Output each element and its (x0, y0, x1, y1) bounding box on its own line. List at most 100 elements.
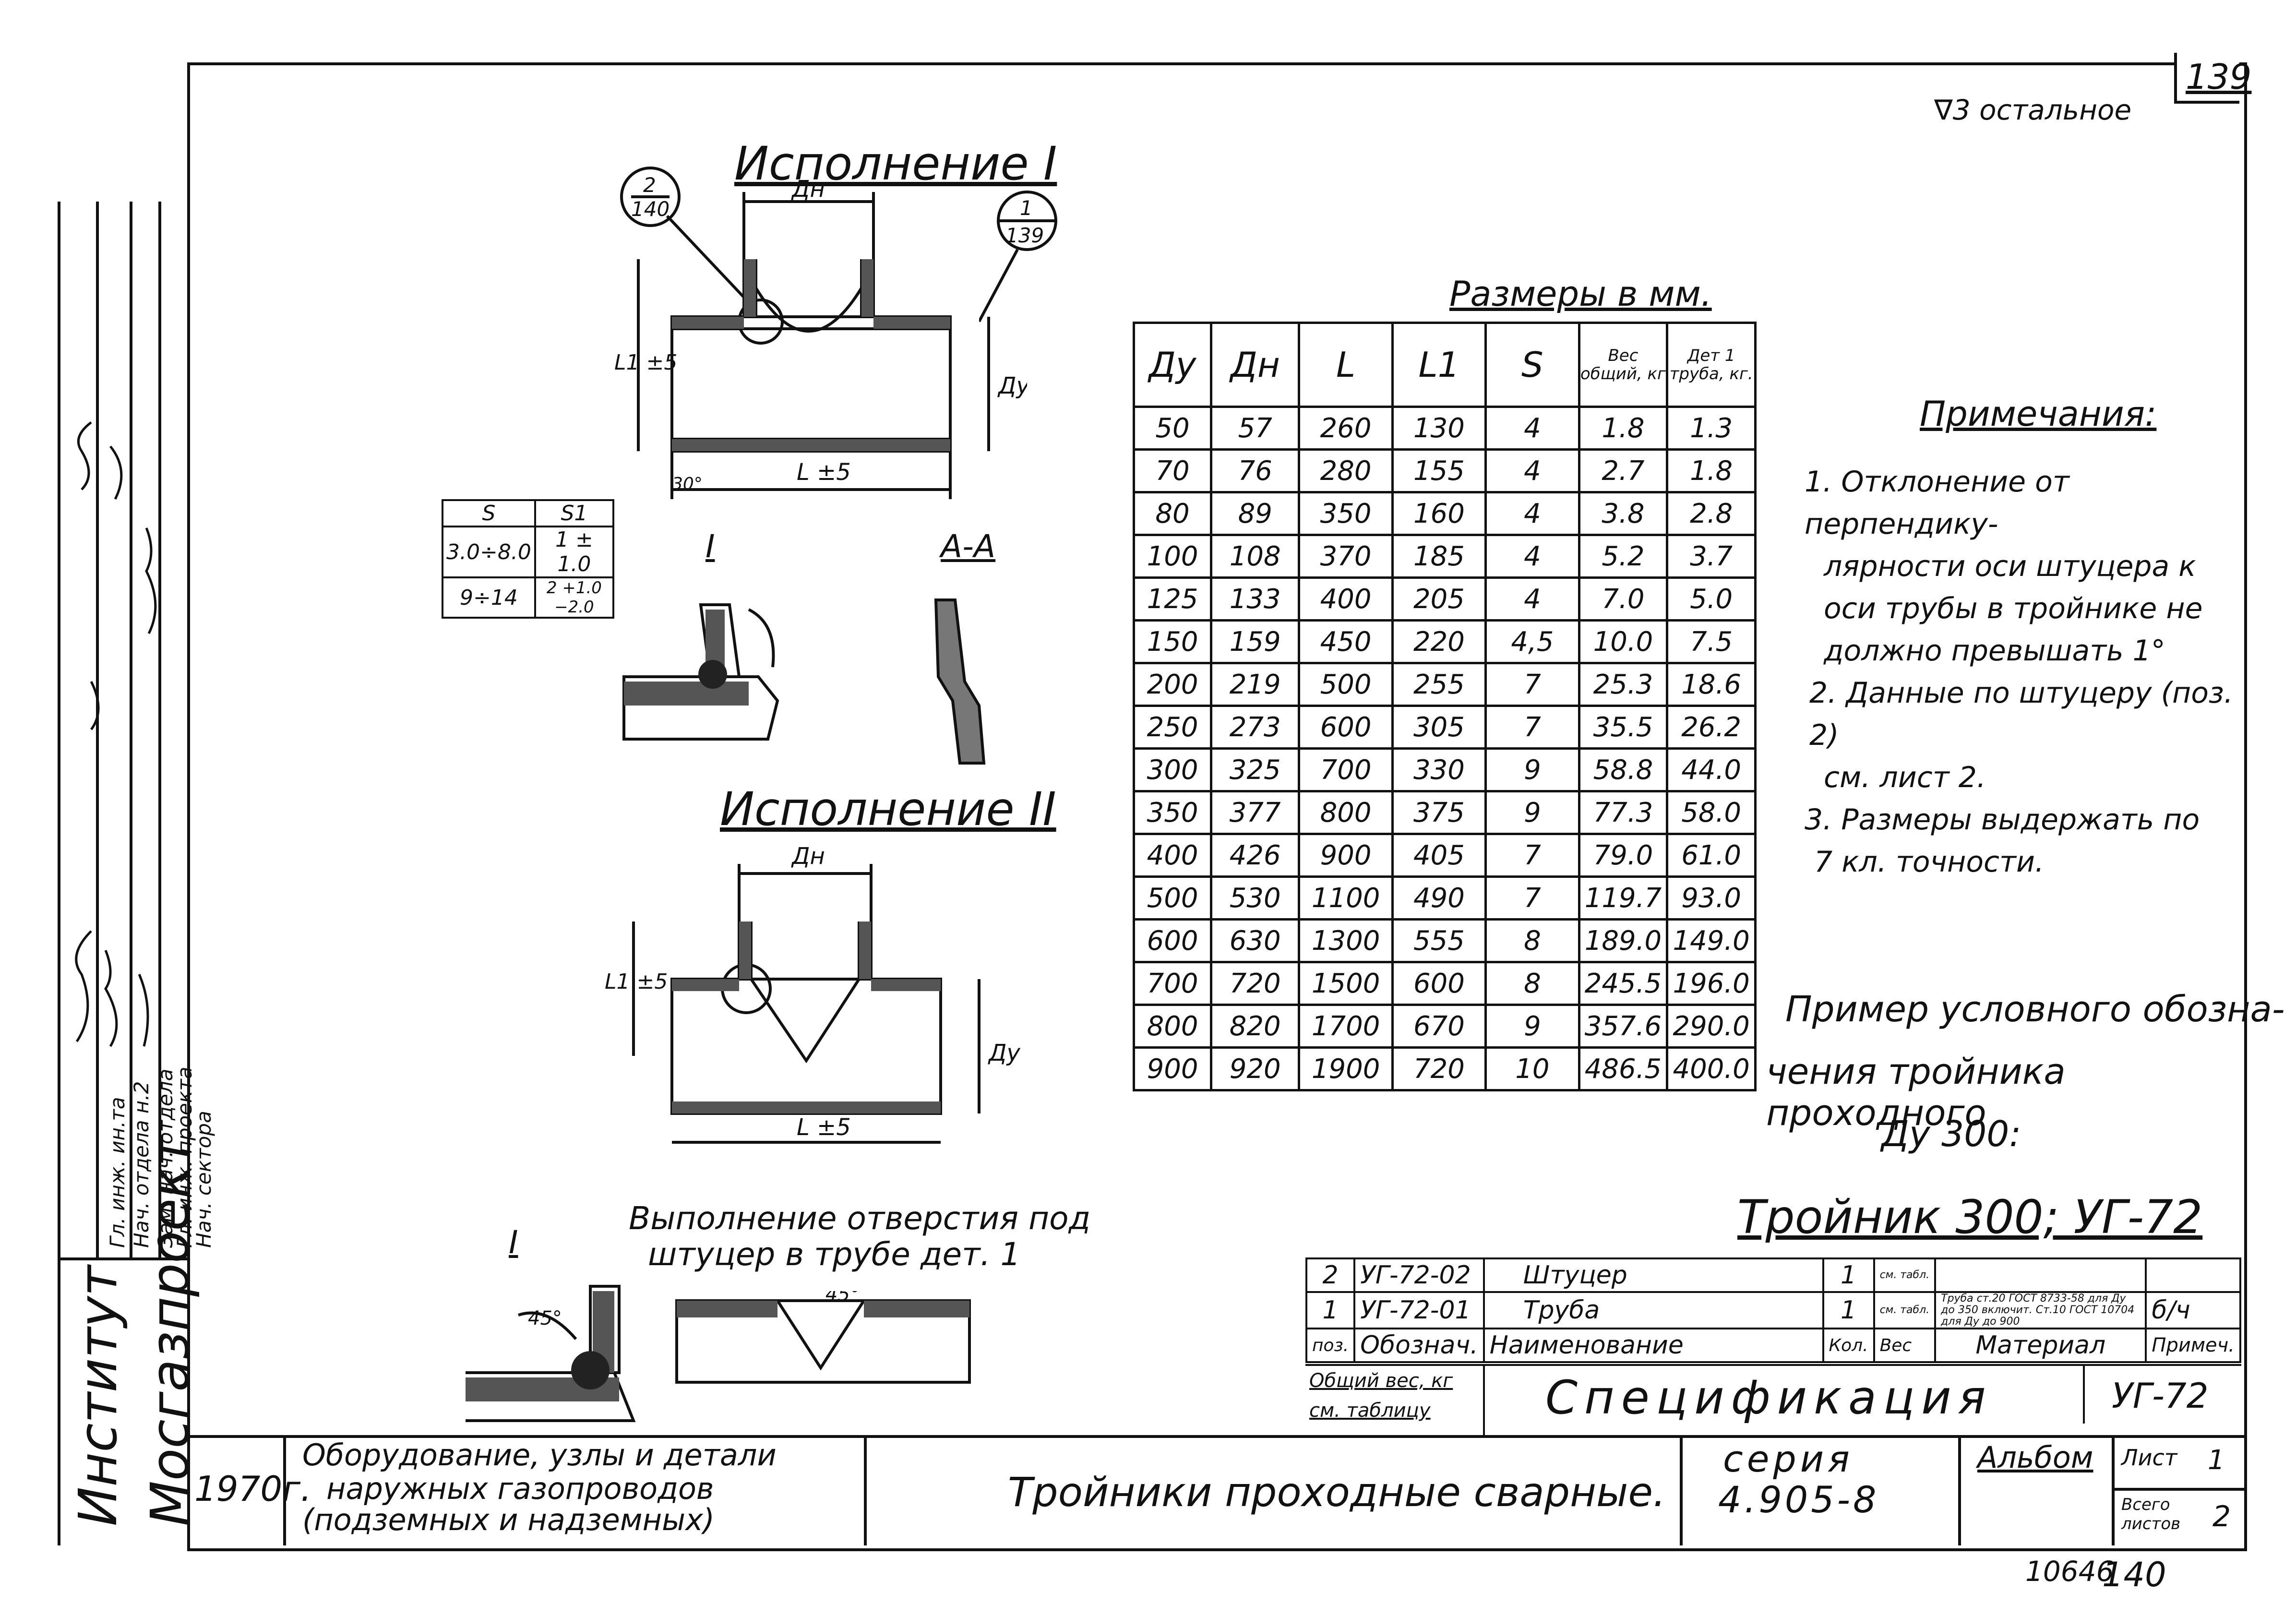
dims-cell: 57 (1210, 406, 1301, 451)
dims-header-l: L (1298, 322, 1394, 408)
s-table-cell: 9÷14 (442, 576, 536, 619)
dims-cell: 89 (1210, 491, 1301, 536)
spec-header-pos: поз. (1305, 1328, 1356, 1363)
dims-cell: 7 (1484, 833, 1580, 878)
dims-cell: 250 (1132, 705, 1213, 750)
dims-cell: 150 (1132, 619, 1213, 664)
dims-cell: 220 (1391, 619, 1487, 664)
drawing-frame (187, 62, 2247, 1551)
spec-weight: см. табл. (1873, 1257, 1937, 1293)
version2-drawing: Дн Ду L ±5 L1 ±5 (605, 845, 1021, 1144)
dims-cell: 1300 (1298, 918, 1394, 963)
dims-cell: 61.0 (1666, 833, 1757, 878)
spec-name: Штуцер (1483, 1257, 1824, 1293)
dims-cell: 670 (1391, 1004, 1487, 1049)
dims-cell: 80 (1132, 491, 1213, 536)
dims-cell: 93.0 (1666, 875, 1757, 921)
dims-caption: Размеры в мм. (1449, 274, 1712, 314)
dims-cell: 370 (1298, 534, 1394, 579)
note-line: см. лист 2. (1824, 761, 1986, 794)
dims-header-dn: Дн (1210, 322, 1301, 408)
dims-cell: 255 (1391, 662, 1487, 707)
spec-total-weight-2: см. таблицу (1309, 1400, 1431, 1422)
dims-cell: 10.0 (1578, 619, 1669, 664)
note-line: 3. Размеры выдержать по (1805, 803, 2200, 837)
note-line: 2. Данные по штуцеру (поз. 2) (1809, 676, 2233, 752)
spec-code-label: УГ-72 (2112, 1376, 2209, 1416)
dims-cell: 305 (1391, 705, 1487, 750)
dims-header-dy: Ду (1132, 322, 1213, 408)
title-subject-2: наружных газопроводов (326, 1471, 714, 1506)
dims-cell: 35.5 (1578, 705, 1669, 750)
dims-cell: 350 (1132, 790, 1213, 835)
spec-weight: см. табл. (1873, 1291, 1937, 1329)
dims-cell: 500 (1298, 662, 1394, 707)
dims-cell: 70 (1132, 448, 1213, 493)
dims-cell: 245.5 (1578, 961, 1669, 1006)
spec-title-row: Общий вес, кг см. таблицу Спецификация У… (1305, 1364, 2241, 1438)
dims-cell: 280 (1298, 448, 1394, 493)
version1-title: Исполнение I (734, 137, 1057, 191)
callout-1-139-top: 1 (1020, 196, 1033, 220)
dims-cell: 149.0 (1666, 918, 1757, 963)
dims-cell: 600 (1132, 918, 1213, 963)
spec-table: 2 УГ-72-02 Штуцер 1 см. табл. 1 УГ-72-01… (1305, 1257, 2241, 1363)
dims-cell: 900 (1132, 1046, 1213, 1091)
dims-table: Ду Дн L L1 S Вес общий, кг Дет 1 труба, … (1132, 322, 1757, 1091)
dims-cell: 4,5 (1484, 619, 1580, 664)
dims-cell: 7 (1484, 705, 1580, 750)
dims-cell: 720 (1391, 1046, 1487, 1091)
dims-cell: 77.3 (1578, 790, 1669, 835)
dims-cell: 300 (1132, 747, 1213, 792)
dims-cell: 530 (1210, 875, 1301, 921)
example-line2: чения тройника проходного (1766, 1051, 2066, 1134)
dims-cell: 7.0 (1578, 576, 1669, 622)
spec-material: Труба ст.20 ГОСТ 8733-58 для Ду до 350 в… (1934, 1291, 2147, 1329)
dims-cell: 200 (1132, 662, 1213, 707)
spec-material (1934, 1257, 2147, 1293)
dims-header-weight: Вес общий, кг (1578, 322, 1669, 408)
dims-cell: 700 (1298, 747, 1394, 792)
dims-cell: 1100 (1298, 875, 1394, 921)
spec-note: б/ч (2145, 1291, 2241, 1329)
dims-cell: 600 (1391, 961, 1487, 1006)
detail-I-lower: 45° (466, 1285, 636, 1422)
dims-cell: 1900 (1298, 1046, 1394, 1091)
dims-cell: 26.2 (1666, 705, 1757, 750)
dims-cell: 700 (1132, 961, 1213, 1006)
dims-cell: 325 (1210, 747, 1301, 792)
dims-cell: 400.0 (1666, 1046, 1757, 1091)
dims-cell: 330 (1391, 747, 1487, 792)
dims-cell: 900 (1298, 833, 1394, 878)
section-I-label: I (706, 528, 715, 565)
spec-code: УГ-72-01 (1353, 1291, 1485, 1329)
spec-header-note: Примеч. (2145, 1328, 2241, 1363)
spec-qty: 1 (1822, 1257, 1875, 1293)
dim-l-v2: L ±5 (797, 1114, 851, 1141)
dims-cell: 350 (1298, 491, 1394, 536)
dims-cell: 3.8 (1578, 491, 1669, 536)
callout-2-140-top: 2 (643, 173, 656, 197)
dims-cell: 160 (1391, 491, 1487, 536)
s-table: S S1 3.0÷8.0 1 ± 1.0 9÷14 2 +1.0 −2.0 (442, 499, 615, 619)
note-line: должно превышать 1° (1824, 634, 2165, 668)
callout-1-139: 1 139 (979, 191, 1057, 323)
dims-cell: 5.2 (1578, 534, 1669, 579)
dim-dy-v1: Ду (997, 372, 1027, 399)
dims-cell: 3.7 (1666, 534, 1757, 579)
dims-cell: 273 (1210, 705, 1301, 750)
angle-45-detail: 45° (528, 1307, 562, 1329)
note-line: 1. Отклонение от перпендику- (1805, 465, 2069, 541)
dims-cell: 196.0 (1666, 961, 1757, 1006)
dims-cell: 405 (1391, 833, 1487, 878)
total-label-2: листов (2121, 1514, 2181, 1533)
s-table-cell: 2 +1.0 −2.0 (534, 576, 615, 619)
spec-code: УГ-72-02 (1353, 1257, 1485, 1293)
